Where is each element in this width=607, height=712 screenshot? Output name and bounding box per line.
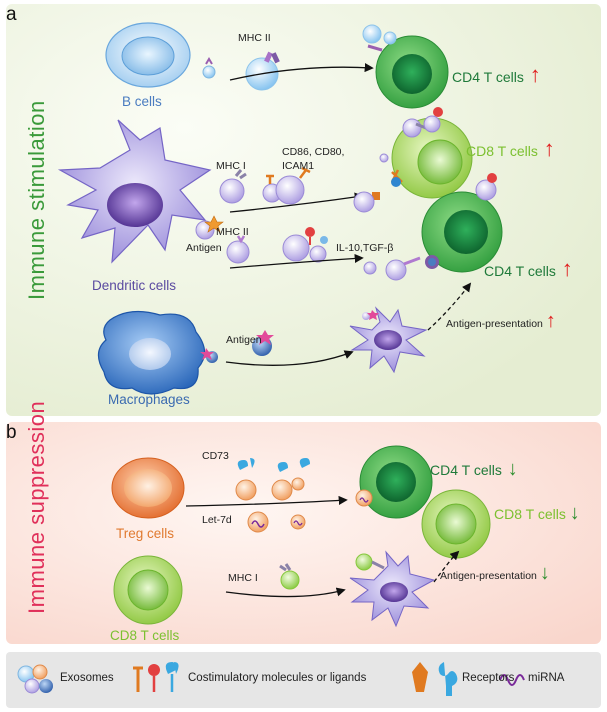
cd73-label: CD73 <box>202 450 229 462</box>
costimulatory-icon <box>133 662 179 692</box>
dendritic-cells-label: Dendritic cells <box>92 278 177 293</box>
mhc-i-b-label: MHC I <box>228 572 258 584</box>
legend-graphics <box>17 662 525 696</box>
b-cells-label: B cells <box>122 94 162 109</box>
cd8-b-text: CD8 T cells <box>494 506 566 522</box>
antigen-dc-label: Antigen <box>186 242 222 254</box>
down-arrow-icon: ↓ <box>569 502 580 524</box>
antigen-presentation-a-label: Antigen-presentation ↑ <box>446 310 556 333</box>
legend-receptors: Receptors <box>462 672 515 684</box>
antigen-presentation-b-text: Antigen-presentation <box>440 570 537 582</box>
cd4-t-cell-target <box>355 445 433 519</box>
treg-label: Treg cells <box>116 526 175 541</box>
cd4-t-cell-mid <box>363 173 503 281</box>
legend-exosomes: Exosomes <box>60 672 114 684</box>
b-cell <box>105 22 191 88</box>
cd4-t-cell-top <box>362 24 449 109</box>
panel-a: a Immune stimulation B cells Dendritic c… <box>6 4 601 416</box>
legend-costim: Costimulatory molecules or ligands <box>188 672 367 684</box>
antigen-presentation-a-text: Antigen-presentation <box>446 318 543 330</box>
dendritic-cell <box>57 119 212 264</box>
let7d-label: Let-7d <box>202 514 232 526</box>
cd8-t-cell-source <box>113 555 183 625</box>
panel-b-letter: b <box>6 422 17 443</box>
mhc-ii-mid-label: MHC II <box>216 226 249 238</box>
exosomes-icon <box>17 664 53 694</box>
mirna-icon <box>499 674 525 686</box>
panel-a-graphics <box>6 4 601 416</box>
panel-b-title: Immune suppression <box>24 400 49 614</box>
macrophages-label: Macrophages <box>108 392 190 407</box>
mhc-ii-top-label: MHC II <box>238 32 271 44</box>
costim-label-2: ICAM1 <box>282 160 315 172</box>
small-dendritic-cell-b <box>349 550 436 628</box>
costim-label-1: CD86, CD80, <box>282 146 345 158</box>
cd73-icon <box>237 458 310 472</box>
cd8-source-label: CD8 T cells <box>110 628 180 643</box>
up-arrow-icon: ↑ <box>543 136 555 161</box>
down-arrow-icon: ↓ <box>539 562 550 584</box>
down-arrow-icon: ↓ <box>507 458 518 480</box>
macrophage <box>97 310 206 395</box>
mhc-ii-icon <box>264 51 280 64</box>
up-arrow-icon: ↑ <box>561 256 573 281</box>
mhc-i-label: MHC I <box>216 160 246 172</box>
cd4-mid-text: CD4 T cells <box>484 263 556 279</box>
cd4-b-label: CD4 T cells ↓ <box>430 458 518 481</box>
cd8-b-label: CD8 T cells ↓ <box>494 502 580 525</box>
receptors-icon <box>412 662 458 696</box>
treg-cell <box>111 457 185 519</box>
panel-a-title: Immune stimulation <box>24 100 49 300</box>
cd4-mid-label: CD4 T cells ↑ <box>484 256 573 282</box>
cytokines-label: IL-10,TGF-β <box>336 242 394 254</box>
cd8-label: CD8 T cells ↑ <box>466 136 555 162</box>
legend-mirna: miRNA <box>528 672 565 684</box>
cd4-top-label: CD4 T cells ↑ <box>452 62 541 88</box>
cd4-top-text: CD4 T cells <box>452 69 524 85</box>
antigen-presentation-b-label: Antigen-presentation ↓ <box>440 562 550 585</box>
panel-b: b Immune suppression Treg cells CD8 T ce… <box>0 401 607 648</box>
cd8-text: CD8 T cells <box>466 143 538 159</box>
small-dendritic-cell <box>349 306 428 374</box>
antigen-mac-label: Antigen <box>226 334 262 346</box>
up-arrow-icon: ↑ <box>545 310 556 332</box>
cd4-b-text: CD4 T cells <box>430 462 502 478</box>
cd8-t-cell-target <box>421 489 491 559</box>
up-arrow-icon: ↑ <box>529 62 541 87</box>
legend: Exosomes Costimulatory molecules or liga… <box>6 652 601 708</box>
panel-b-graphics <box>6 422 601 644</box>
panel-a-letter: a <box>6 4 17 25</box>
cd8-t-cell <box>353 107 473 213</box>
